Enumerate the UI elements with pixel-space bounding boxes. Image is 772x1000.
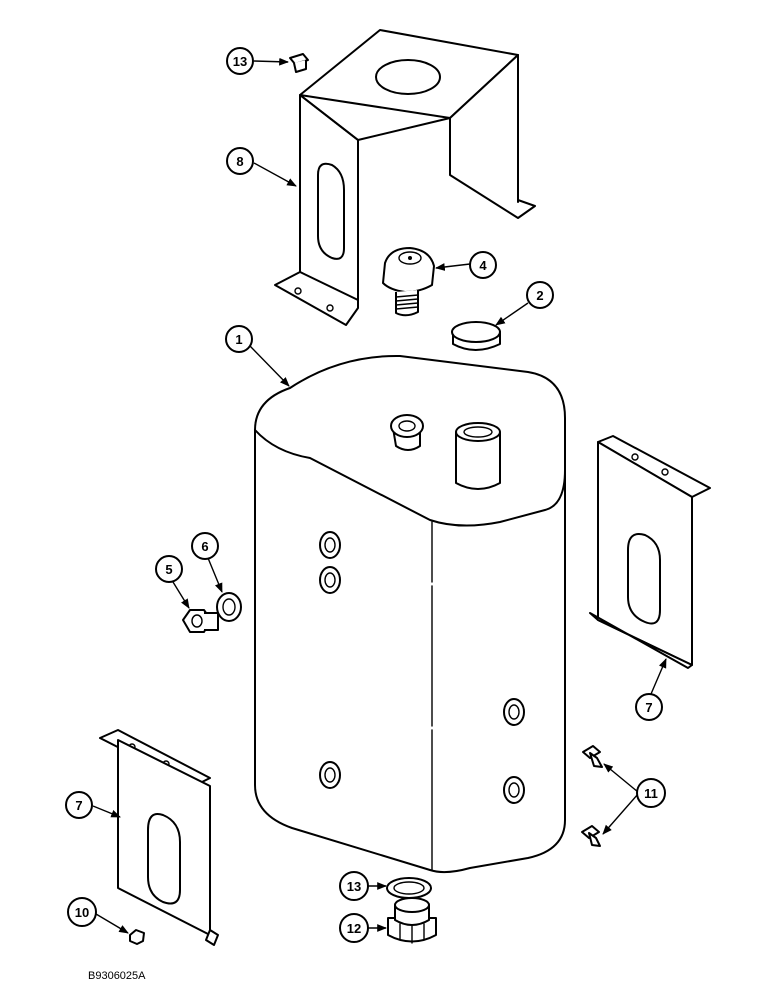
svg-text:4: 4 <box>479 258 487 273</box>
mounting-bracket-part-8 <box>274 29 536 326</box>
svg-text:13: 13 <box>347 879 361 894</box>
seal-ring-part-6 <box>216 592 242 622</box>
callout-12: 12 <box>339 913 369 943</box>
bolt-part-9 <box>289 53 309 73</box>
fitting-part-5 <box>182 609 219 633</box>
callout-1: 1 <box>225 325 253 353</box>
bolts-part-11 <box>581 745 603 847</box>
svg-text:2: 2 <box>536 288 543 303</box>
callout-10: 10 <box>67 897 97 927</box>
hydraulic-tank-part-1 <box>254 354 566 874</box>
callout-9: 13 <box>226 47 254 75</box>
o-ring-part-13 <box>386 877 432 899</box>
callout-7-right: 7 <box>635 693 663 721</box>
drain-plug-part-12 <box>387 897 437 944</box>
nut-part-10 <box>129 929 145 945</box>
callout-6: 6 <box>191 532 219 560</box>
side-bracket-part-7-right <box>589 435 711 669</box>
callout-2: 2 <box>526 281 554 309</box>
svg-text:12: 12 <box>347 921 361 936</box>
svg-text:7: 7 <box>75 798 82 813</box>
callout-11: 11 <box>636 778 666 808</box>
svg-text:13: 13 <box>233 54 247 69</box>
callout-7-left: 7 <box>65 791 93 819</box>
callout-13: 13 <box>339 871 369 901</box>
callout-8: 8 <box>226 147 254 175</box>
cap-plug-part-2 <box>451 321 501 351</box>
drawing-id: B9306025A <box>88 970 146 982</box>
svg-text:7: 7 <box>645 700 652 715</box>
breather-cap-part-4 <box>382 247 435 317</box>
leader-lines <box>92 57 667 934</box>
svg-text:5: 5 <box>165 562 172 577</box>
callout-5: 5 <box>155 555 183 583</box>
svg-text:1: 1 <box>235 332 242 347</box>
callout-4: 4 <box>469 251 497 279</box>
svg-text:8: 8 <box>236 154 243 169</box>
svg-text:10: 10 <box>75 905 89 920</box>
svg-text:6: 6 <box>201 539 208 554</box>
side-bracket-part-7-left <box>99 729 219 946</box>
svg-text:11: 11 <box>644 786 658 801</box>
